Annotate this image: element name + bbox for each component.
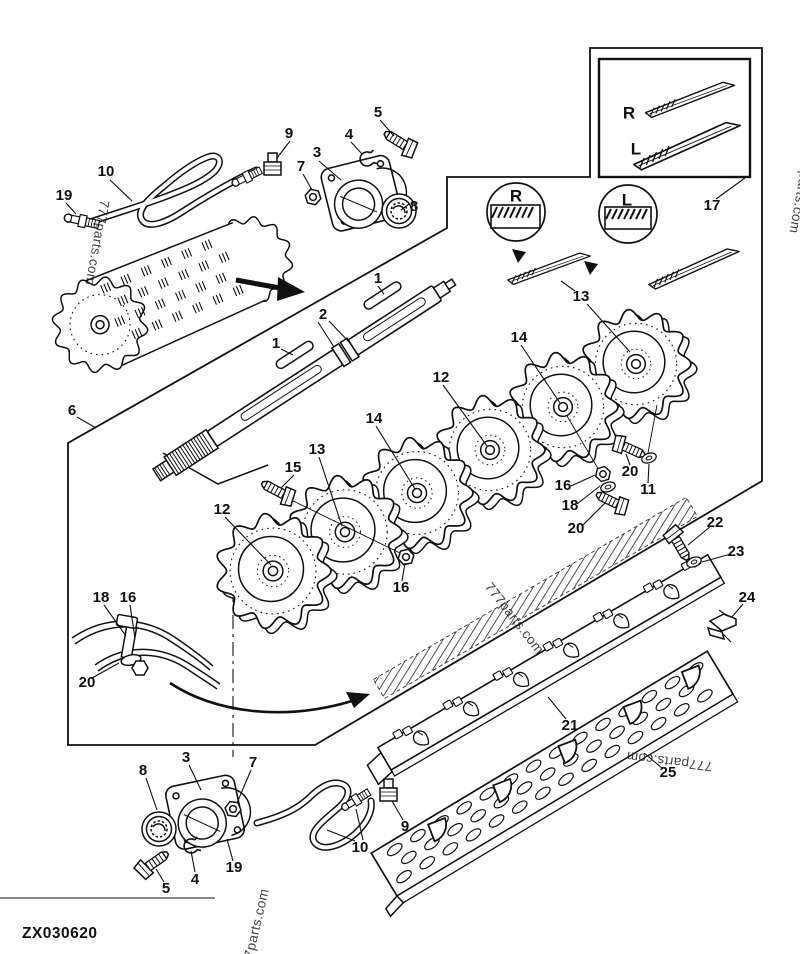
knife-bank-bar-21 (366, 553, 726, 786)
drawing-code: ZX030620 (22, 925, 98, 942)
nut-7 (302, 187, 324, 207)
tooth-detail (604, 206, 652, 230)
callout-3: 3 (182, 749, 190, 766)
shaft-key (275, 340, 314, 370)
callout-12: 12 (433, 369, 450, 386)
callout-14: 14 (366, 410, 383, 427)
bolt-15 (256, 474, 299, 510)
small-arrow (584, 261, 598, 275)
callout-11: 11 (640, 481, 656, 498)
callout-15: 15 (285, 459, 302, 476)
direction-arrow (235, 277, 305, 301)
callout-16: 16 (120, 589, 137, 606)
callout-5: 5 (374, 104, 382, 121)
callout-5: 5 (162, 880, 170, 897)
leader-lines (65, 119, 746, 883)
callout-18: 18 (93, 589, 110, 606)
inset-box (597, 57, 752, 179)
curved-arrow (169, 681, 370, 714)
callout-9: 9 (401, 818, 409, 835)
callout-7: 7 (297, 158, 305, 175)
circle-label-r: R (510, 186, 522, 205)
tooth-detail (490, 204, 541, 229)
callout-13: 13 (309, 441, 326, 458)
knife-section-left (628, 119, 746, 172)
callout-4: 4 (191, 871, 200, 888)
sprocket-set (216, 308, 698, 635)
callout-12: 12 (214, 501, 231, 518)
callout-24: 24 (739, 589, 756, 606)
circle-label-l: L (622, 190, 632, 209)
callout-6: 6 (68, 402, 76, 419)
inset-label-l: L (631, 139, 641, 158)
flange-3 (163, 770, 257, 854)
knife-section (644, 246, 744, 291)
callout-13: 13 (573, 288, 590, 305)
detail-circle-left (598, 184, 658, 244)
watermark: 777parts.com (238, 887, 272, 954)
callout-16: 16 (555, 477, 572, 494)
small-arrow (512, 249, 526, 263)
knife-section-right (642, 80, 739, 119)
top-bearing-assembly (62, 124, 421, 236)
callout-10: 10 (98, 163, 115, 180)
washer-11 (639, 450, 659, 466)
callout-20: 20 (79, 674, 96, 691)
blade-clamp (71, 613, 221, 690)
bolt-5 (378, 124, 421, 162)
callout-2: 2 (319, 306, 327, 323)
detail-circle-right (486, 182, 546, 242)
elbow-9 (379, 778, 398, 802)
callout-19: 19 (226, 859, 243, 876)
callout-23: 23 (728, 543, 745, 560)
rasp-bar-25 (370, 650, 739, 918)
callout-20: 20 (568, 520, 585, 537)
inset-label-r: R (623, 103, 635, 122)
callout-8: 8 (139, 762, 147, 779)
callout-1: 1 (272, 335, 280, 352)
callout-20: 20 (622, 463, 639, 480)
knife-drum (51, 216, 294, 374)
callout-9: 9 (285, 125, 293, 142)
callout-25: 25 (660, 764, 677, 781)
cap-8 (141, 811, 177, 847)
hatched-strip (372, 496, 699, 700)
detail-circles (486, 182, 744, 291)
callout-21: 21 (562, 717, 579, 734)
drive-shaft (151, 278, 457, 482)
clip-24 (707, 609, 737, 643)
nut-16 (593, 464, 613, 484)
callout-10: 10 (352, 839, 369, 856)
bottom-bearing-assembly (131, 770, 398, 882)
callout-3: 3 (313, 144, 321, 161)
callout-8: 8 (410, 198, 418, 215)
panel-outline (67, 47, 763, 746)
callout-4: 4 (345, 126, 354, 143)
callout-22: 22 (707, 514, 724, 531)
callout-1: 1 (374, 270, 382, 287)
bolt-5 (131, 844, 174, 882)
shaft-key (363, 281, 402, 310)
bolt-20 (591, 485, 632, 519)
callout-14: 14 (511, 329, 528, 346)
inset-knife-sections (628, 80, 746, 172)
callout-18: 18 (562, 497, 579, 514)
sprocket (216, 512, 338, 635)
callout-17: 17 (704, 197, 721, 214)
callout-7: 7 (249, 754, 257, 771)
watermark: 777parts.com (787, 147, 800, 235)
callout-19: 19 (56, 187, 73, 204)
callout-16: 16 (393, 579, 410, 596)
